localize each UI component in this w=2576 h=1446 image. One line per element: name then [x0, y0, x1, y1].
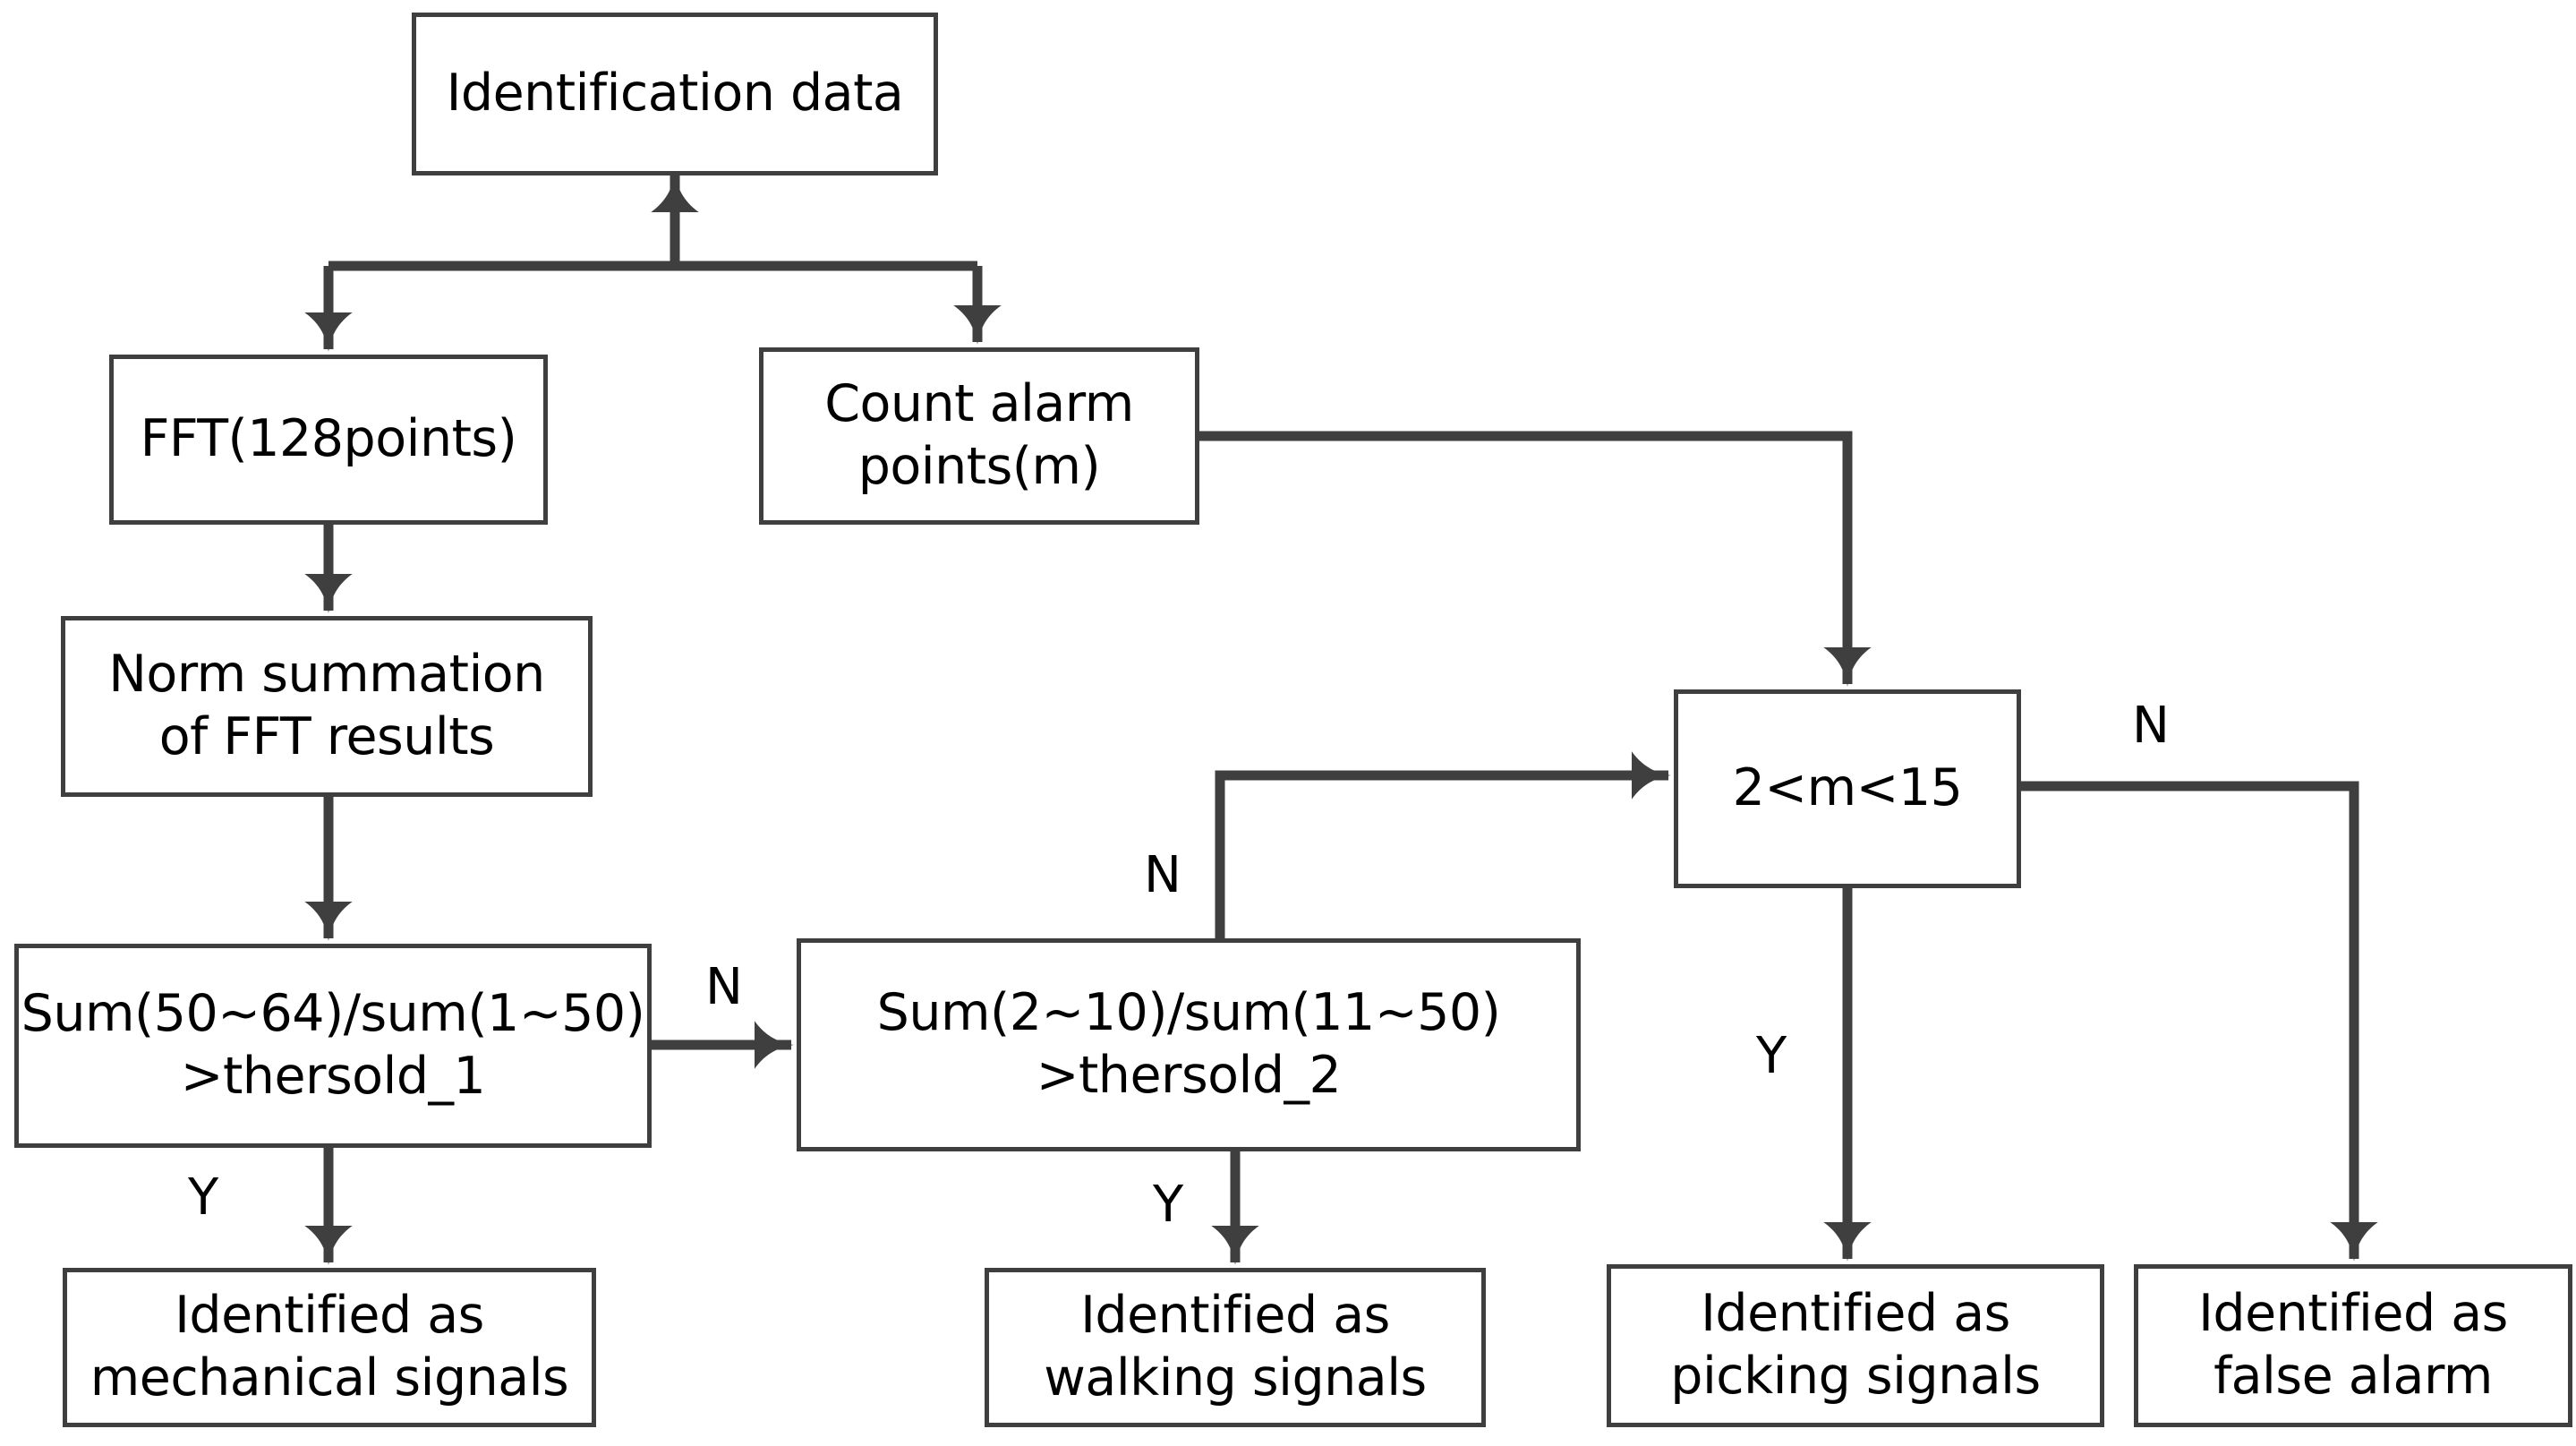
node-decision-m-range-label: 2<m<15: [1732, 758, 1963, 818]
node-result-picking[interactable]: Identified as picking signals: [1607, 1264, 2104, 1427]
node-result-false-alarm[interactable]: Identified as false alarm: [2134, 1264, 2572, 1427]
node-fft-label: FFT(128points): [140, 409, 517, 469]
node-identification-data-label: Identification data: [446, 64, 904, 124]
edge-label-y-thersold1: Y: [188, 1168, 219, 1227]
edge-label-y-thersold2: Y: [1153, 1176, 1184, 1234]
node-result-walking-label: Identified as walking signals: [1044, 1286, 1427, 1407]
node-result-mechanical-label: Identified as mechanical signals: [90, 1286, 569, 1407]
node-identification-data[interactable]: Identification data: [412, 13, 938, 175]
node-result-picking-label: Identified as picking signals: [1670, 1284, 2041, 1406]
node-decision-thersold-1-label: Sum(50~64)/sum(1~50) >thersold_1: [21, 984, 645, 1106]
edge-label-n-thersold1: N: [705, 958, 743, 1016]
node-decision-m-range[interactable]: 2<m<15: [1674, 689, 2021, 888]
edge-thersold2-n-to-mrange: [1215, 751, 1671, 938]
node-fft[interactable]: FFT(128points): [109, 355, 548, 525]
node-decision-thersold-2-label: Sum(2~10)/sum(11~50) >thersold_2: [876, 983, 1501, 1105]
node-norm-summation-label: Norm summation of FFT results: [108, 645, 545, 766]
edge-mrange-n-to-false-alarm: [2021, 781, 2378, 1262]
node-count-alarm-points[interactable]: Count alarm points(m): [759, 347, 1199, 525]
node-decision-thersold-1[interactable]: Sum(50~64)/sum(1~50) >thersold_1: [14, 944, 652, 1148]
node-decision-thersold-2[interactable]: Sum(2~10)/sum(11~50) >thersold_2: [797, 938, 1581, 1151]
node-result-mechanical[interactable]: Identified as mechanical signals: [63, 1268, 596, 1427]
node-norm-summation[interactable]: Norm summation of FFT results: [61, 616, 593, 797]
node-count-alarm-points-label: Count alarm points(m): [824, 374, 1134, 496]
node-result-false-alarm-label: Identified as false alarm: [2198, 1284, 2508, 1406]
edge-label-n-mrange: N: [2132, 697, 2170, 755]
node-result-walking[interactable]: Identified as walking signals: [985, 1268, 1486, 1427]
edge-count-to-mrange: [1199, 431, 1872, 687]
edge-label-y-mrange: Y: [1756, 1027, 1787, 1085]
edge-label-n-thersold2: N: [1144, 846, 1181, 904]
